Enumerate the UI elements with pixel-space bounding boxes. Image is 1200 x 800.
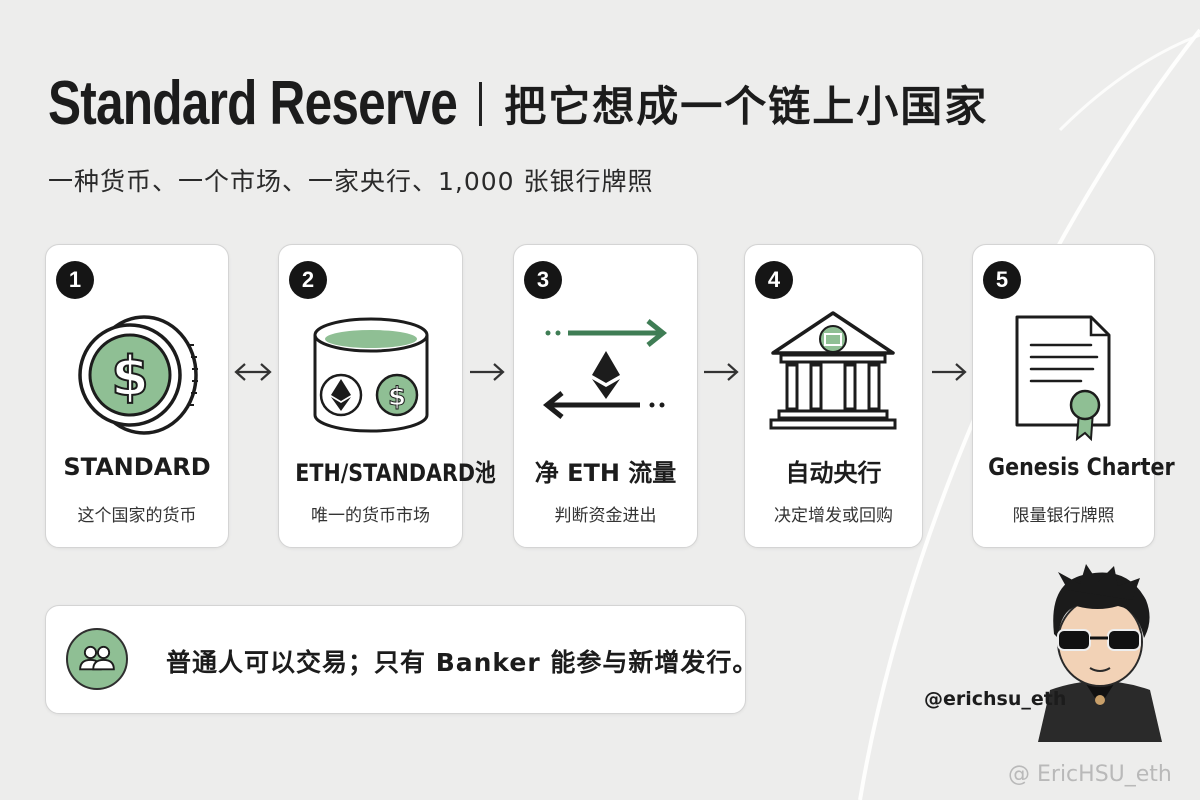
people-icon xyxy=(66,628,128,690)
footer-note: 普通人可以交易；只有 Banker 能参与新增发行。 xyxy=(45,605,757,714)
title-english: Standard Reserve xyxy=(48,69,458,138)
charter-certificate-icon xyxy=(1015,315,1111,442)
step-subtitle: 限量银行牌照 xyxy=(1012,506,1115,526)
central-bank-icon xyxy=(769,311,897,430)
step-number: 3 xyxy=(524,261,562,299)
step-card-genesis-charter: 5 Genesis Charter 限量银行牌照 xyxy=(972,244,1175,548)
avatar xyxy=(1038,564,1162,742)
svg-text:$: $ xyxy=(111,345,149,408)
svg-text:$: $ xyxy=(388,382,406,412)
step-title: 净 ETH 流量 xyxy=(534,459,677,487)
step-title: ETH/STANDARD池 xyxy=(279,453,495,488)
subtitle: 一种货币、一个市场、一家央行、1,000 张银行牌照 xyxy=(48,167,654,196)
step-card-pool: 2 $ ETH/STANDARD池 唯一的货币市场 xyxy=(278,244,496,548)
step-subtitle: 这个国家的货币 xyxy=(77,506,197,526)
step-subtitle: 唯一的货币市场 xyxy=(311,506,430,526)
footer-note-text: 普通人可以交易；只有 Banker 能参与新增发行。 xyxy=(166,648,759,677)
step-number: 5 xyxy=(983,261,1021,299)
step-title-text: Genesis Charter xyxy=(988,453,1175,481)
step-number: 2 xyxy=(289,261,327,299)
step-subtitle: 决定增发或回购 xyxy=(774,506,893,526)
dollar-coin-icon: $ xyxy=(78,315,198,435)
author-handle: @erichsu_eth xyxy=(924,688,1067,710)
connector-arrow-icon xyxy=(470,363,505,381)
connector-arrow-icon xyxy=(704,363,739,381)
title-divider xyxy=(479,81,483,126)
step-title-text: ETH/STANDARD池 xyxy=(295,459,496,487)
step-card-standard: 1 $ STANDARD 这个国家的货币 xyxy=(45,244,229,548)
step-number: 4 xyxy=(755,261,793,299)
step-title: Genesis Charter xyxy=(973,453,1174,481)
connector-arrow-icon xyxy=(932,363,967,381)
step-title: STANDARD xyxy=(63,453,211,481)
title-chinese: 把它想成一个链上小国家 xyxy=(504,82,989,131)
title-row: Standard Reserve 把它想成一个链上小国家 xyxy=(48,68,988,139)
watermark: @ EricHSU_eth xyxy=(1008,762,1172,787)
watermark-text: @ EricHSU_eth xyxy=(1008,762,1172,787)
step-card-central-bank: 4 自动央行 决定增发或回购 xyxy=(744,244,923,548)
eth-flow-icon xyxy=(542,319,668,419)
step-number: 1 xyxy=(56,261,94,299)
liquidity-pool-icon: $ xyxy=(313,317,429,433)
connector-bidirectional-icon xyxy=(234,363,272,381)
step-title: 自动央行 xyxy=(785,459,882,487)
step-card-eth-flow: 3 净 ETH 流量 判断资金进出 xyxy=(513,244,698,548)
step-subtitle: 判断资金进出 xyxy=(554,506,657,526)
